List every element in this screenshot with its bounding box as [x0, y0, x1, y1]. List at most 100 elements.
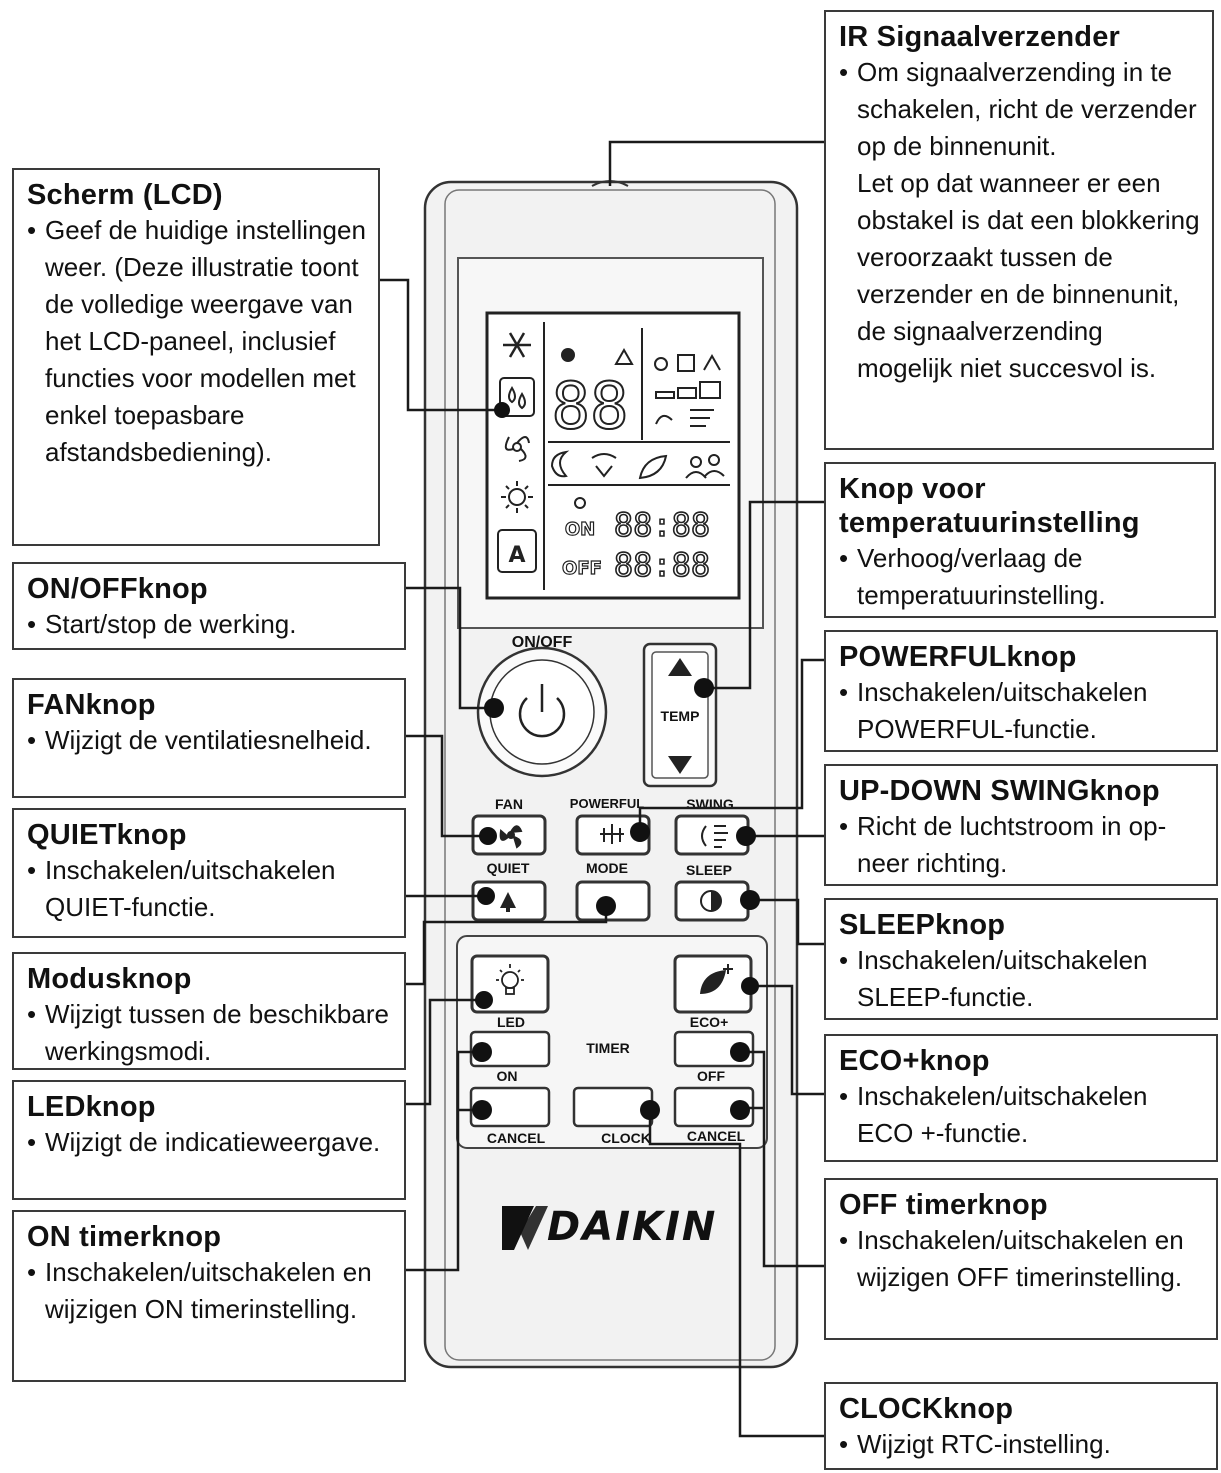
sleep-moon-icon	[550, 450, 570, 478]
auto-mode-icon: A	[508, 543, 525, 568]
label-timer: TIMER	[586, 1040, 630, 1056]
callout-eco-button: ECO+knop Inschakelen/uitschakelen ECO +-…	[824, 1034, 1218, 1162]
temp-up-arrow-icon	[668, 658, 692, 676]
lcd-on-label: ON	[565, 519, 595, 540]
label-cancel-right: CANCEL	[686, 1128, 746, 1144]
callout-title: POWERFULknop	[839, 641, 1077, 673]
label-cancel-left: CANCEL	[486, 1130, 546, 1146]
led-bulb-icon	[496, 964, 524, 995]
lcd-on-time: 88:88	[614, 506, 710, 544]
leader-dot-off-timer	[730, 1042, 750, 1062]
label-clock: CLOCK	[601, 1130, 651, 1146]
lcd-off-label: OFF	[562, 558, 602, 579]
label-eco: ECO+	[689, 1014, 729, 1030]
leader-sleep	[750, 898, 824, 946]
swing-icon	[701, 825, 728, 848]
callout-title: LEDknop	[27, 1091, 156, 1123]
leader-powerful	[638, 658, 824, 830]
eco-leaf-icon	[638, 454, 668, 480]
callout-desc: Wijzigt tussen de beschikbare werkingsmo…	[27, 996, 392, 1070]
leader-dot-onoff	[484, 698, 504, 718]
leader-dot-cancel-right	[730, 1100, 750, 1120]
leader-onoff	[406, 586, 494, 710]
callout-desc: Wijzigt RTC-instelling.	[839, 1426, 1204, 1463]
callout-desc: Inschakelen/uitschakelen POWERFUL-functi…	[839, 674, 1204, 748]
callout-title: OFF timerknop	[839, 1189, 1048, 1221]
callout-title: IR Signaalverzender	[839, 21, 1121, 53]
temp-down-arrow-icon	[668, 756, 692, 774]
leader-dot-temp	[694, 678, 714, 698]
leader-dot-powerful	[630, 822, 650, 842]
cancel-left-button[interactable]	[469, 1086, 551, 1128]
callout-fan-button: FANknop Wijzigt de ventilatiesnelheid.	[12, 678, 406, 798]
temperature-triangle-icon	[614, 347, 634, 365]
callout-onoff-button: ON/OFFknop Start/stop de werking.	[12, 562, 406, 650]
auto-mode-icon-frame	[497, 529, 537, 573]
label-sleep: SLEEP	[686, 862, 732, 878]
label-powerful: POWERFUL	[569, 796, 645, 811]
callout-title: Scherm (LCD)	[27, 179, 223, 211]
temp-rocker[interactable]	[651, 651, 709, 779]
leader-lcd	[380, 278, 502, 412]
leader-dot-sleep	[740, 890, 760, 910]
label-off: OFF	[697, 1068, 725, 1084]
timer-clock-icon	[561, 348, 575, 362]
callout-title: UP-DOWN SWINGknop	[839, 775, 1160, 807]
quiet-mode-icon	[591, 453, 617, 478]
fan-speed-icons	[654, 353, 721, 427]
callout-desc: Wijzigt de ventilatiesnelheid.	[27, 722, 392, 759]
leader-dot-lcd	[494, 402, 510, 418]
power-icon	[518, 684, 566, 738]
timer-icon	[574, 497, 586, 509]
label-led: LED	[497, 1014, 525, 1030]
callout-title: CLOCKknop	[839, 1393, 1014, 1425]
callout-quiet-button: QUIETknop Inschakelen/uitschakelen QUIET…	[12, 808, 406, 938]
leader-dot-eco	[741, 977, 759, 995]
leader-mode	[406, 906, 608, 986]
callout-desc: Geef de huidige instellingen weer. (Deze…	[27, 212, 366, 471]
callout-ontimer-button: ON timerknop Inschakelen/uitschakelen en…	[12, 1210, 406, 1382]
callout-desc: Inschakelen/uitschakelen en wijzigen OFF…	[839, 1222, 1204, 1296]
leader-dot-mode	[596, 896, 616, 916]
fan-mode-icon	[504, 436, 530, 462]
callout-desc: Verhoog/verlaag de temperatuurinstelling…	[839, 540, 1202, 614]
callout-desc: Inschakelen/uitschakelen ECO +-functie.	[839, 1078, 1204, 1152]
callout-title: Modusknop	[27, 963, 192, 995]
lcd-off-time: 88:88	[614, 546, 710, 584]
leader-offtimer-a	[740, 1050, 824, 1268]
label-on: ON	[496, 1068, 518, 1084]
callout-title: ECO+knop	[839, 1045, 990, 1077]
leader-clock	[648, 1110, 824, 1438]
label-quiet: QUIET	[486, 860, 530, 876]
sun-heat-icon	[501, 481, 533, 513]
label-mode: MODE	[586, 860, 628, 876]
powerful-icon	[600, 824, 624, 844]
leader-temp	[704, 500, 824, 690]
leader-fan	[406, 734, 488, 838]
dry-mode-icon-frame	[499, 377, 535, 417]
leader-dot-led	[475, 991, 493, 1009]
callout-desc-continued: Let op dat wanneer er een obstakel is da…	[857, 168, 1200, 383]
lcd-temp-digits: 88	[551, 370, 628, 444]
leader-ontimer-a	[406, 1050, 482, 1272]
on-timer-button[interactable]	[469, 1030, 551, 1068]
callout-title: ON timerknop	[27, 1221, 222, 1253]
callout-desc: Inschakelen/uitschakelen QUIET-functie.	[27, 852, 392, 926]
leader-dot-quiet	[477, 887, 495, 905]
callout-temp-button: Knop voor temperatuurinstelling Verhoog/…	[824, 462, 1216, 618]
leader-dot-on-timer	[472, 1042, 492, 1062]
leader-dot-cancel-left	[472, 1100, 492, 1120]
eco-plus-leaf-icon	[700, 964, 733, 994]
leader-eco	[750, 984, 824, 1096]
callout-powerful-button: POWERFULknop Inschakelen/uitschakelen PO…	[824, 630, 1218, 752]
sleep-icon	[700, 890, 722, 912]
brand-logo-text: DAIKIN	[547, 1204, 717, 1250]
callout-title: QUIETknop	[27, 819, 187, 851]
daikin-logo-icon	[502, 1206, 548, 1250]
callout-desc: Om signaalverzending in te schakelen, ri…	[839, 54, 1200, 165]
callout-offtimer-button: OFF timerknop Inschakelen/uitschakelen e…	[824, 1178, 1218, 1340]
label-fan: FAN	[495, 796, 523, 812]
snowflake-icon	[503, 332, 531, 358]
callout-title: Knop voor temperatuurinstelling	[839, 473, 1140, 539]
callout-swing-button: UP-DOWN SWINGknop Richt de luchtstroom i…	[824, 764, 1218, 886]
